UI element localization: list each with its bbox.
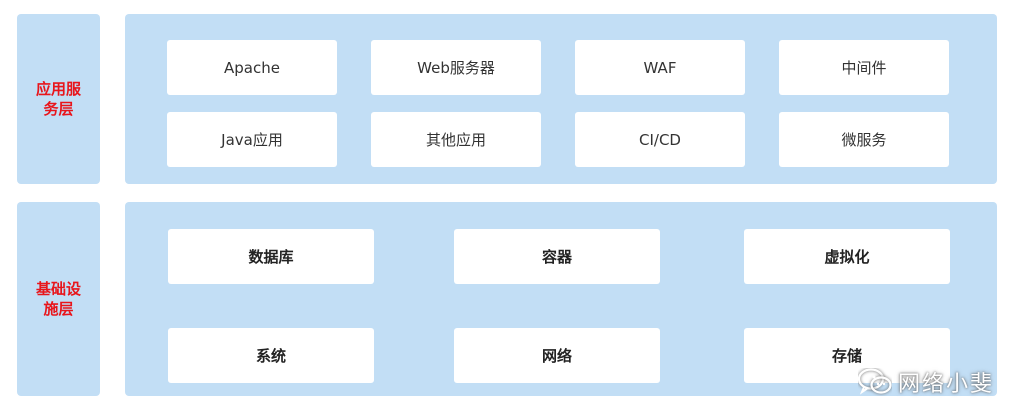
infra-layer-label-text: 基础设施层	[35, 280, 81, 318]
infra-item-network: 网络	[454, 328, 660, 383]
infra-item-database: 数据库	[168, 229, 374, 284]
app-item-other-apps: 其他应用	[371, 112, 541, 167]
app-layer-label-text: 应用服务层	[35, 80, 81, 118]
app-item-web-server: Web服务器	[371, 40, 541, 95]
infra-item-storage: 存储	[744, 328, 950, 383]
watermark: 网络小斐	[857, 366, 994, 398]
app-item-ci-cd: CI/CD	[575, 112, 745, 167]
app-item-waf: WAF	[575, 40, 745, 95]
wechat-icon	[857, 368, 892, 396]
infra-item-system: 系统	[168, 328, 374, 383]
infra-item-container: 容器	[454, 229, 660, 284]
infra-item-virtualization: 虚拟化	[744, 229, 950, 284]
app-item-apache: Apache	[167, 40, 337, 95]
infra-layer-label: 基础设施层	[17, 202, 100, 396]
app-layer-label: 应用服务层	[17, 14, 100, 184]
app-item-microservices: 微服务	[779, 112, 949, 167]
watermark-text: 网络小斐	[897, 372, 994, 397]
app-item-middleware: 中间件	[779, 40, 949, 95]
app-item-java-app: Java应用	[167, 112, 337, 167]
